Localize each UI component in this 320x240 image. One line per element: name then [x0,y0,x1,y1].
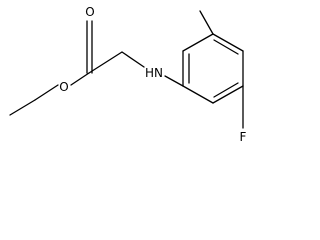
bond-methyl [199,10,214,35]
bonds [9,10,244,129]
bond-amine-ring [164,75,184,87]
atom-labels: O O HN F [59,5,246,144]
bond-ethyl-ch3-ch2 [9,99,36,116]
ring-bond-2 [182,33,214,52]
amine-label: HN [145,66,163,80]
bond-ch2-amine [121,51,145,68]
bond-ethyl-ch2-oxygen [34,84,59,101]
bond-ester-oxygen-carbonyl [70,72,90,86]
bond-carbonyl-ch2 [88,51,123,74]
carbonyl-oxygen-label: O [85,5,94,19]
ring-bond-3 [212,33,244,52]
ester-oxygen-label: O [59,80,68,94]
ring-bond-5 [212,85,244,104]
fluorine-label: F [240,130,247,144]
ring-bond-6 [182,85,214,104]
chemical-structure-diagram: O O HN F [9,5,247,144]
ring-bond-5-inner [213,82,239,98]
ring-bond-3-inner [213,39,239,55]
